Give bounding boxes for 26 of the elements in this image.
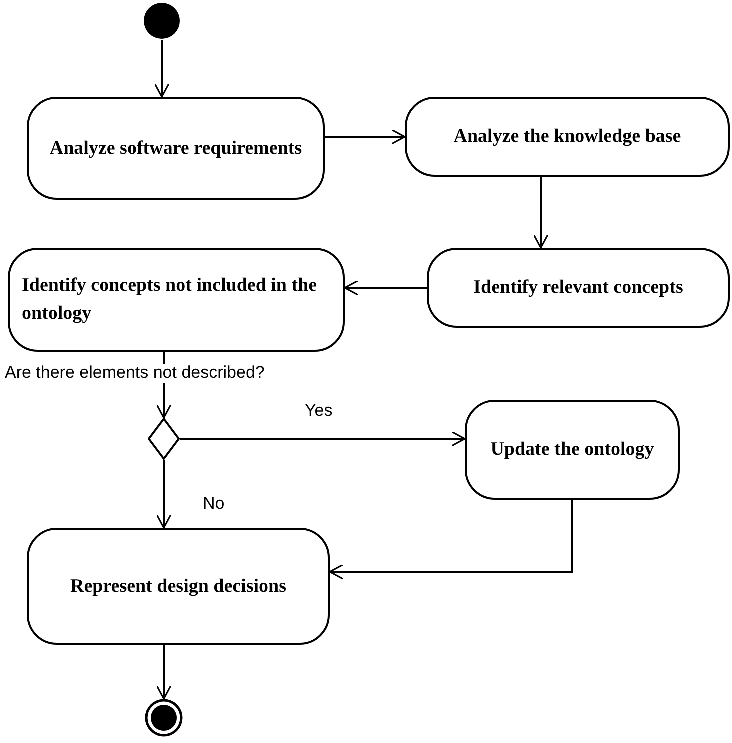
arrow bbox=[533, 177, 549, 249]
end-node bbox=[145, 699, 183, 737]
arrow bbox=[154, 40, 170, 98]
activity-label: Analyze the knowledge base bbox=[454, 125, 682, 150]
arrow bbox=[156, 645, 172, 700]
edge-label: No bbox=[203, 495, 225, 514]
activity-box bbox=[405, 97, 730, 177]
activity-box bbox=[27, 97, 325, 200]
activity-box bbox=[8, 248, 345, 352]
activity-label: Identify concepts not included in the ontology bbox=[22, 274, 318, 326]
activity-label: Analyze software requirements bbox=[50, 136, 302, 161]
edge-label: Yes bbox=[305, 402, 333, 421]
activity-label: Update the ontology bbox=[490, 438, 654, 462]
arrow bbox=[325, 129, 406, 145]
activity-label: Represent design decisions bbox=[70, 574, 287, 599]
arrow bbox=[329, 500, 573, 580]
activity-box bbox=[465, 400, 680, 500]
arrow bbox=[156, 460, 172, 529]
arrow bbox=[180, 431, 466, 447]
start-node bbox=[143, 2, 181, 40]
activity-box bbox=[27, 528, 330, 645]
arrow bbox=[344, 280, 427, 296]
decision-diamond bbox=[148, 418, 180, 460]
edge-label: Are there elements not described? bbox=[5, 364, 265, 383]
activity-box bbox=[427, 248, 730, 328]
activity-label: Identify relevant concepts bbox=[474, 276, 684, 300]
